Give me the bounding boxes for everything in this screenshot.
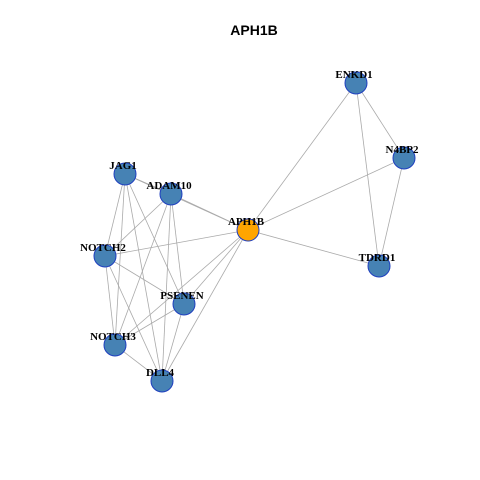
edge-notch2-notch3: [104, 255, 116, 346]
edge-aph1b-notch3: [114, 229, 249, 346]
edge-jag1-notch3: [114, 173, 126, 346]
edge-notch2-dll4: [104, 255, 163, 382]
node-tdrd1[interactable]: [367, 254, 391, 278]
node-label-n4bp2: N4BP2: [386, 144, 420, 156]
edge-aph1b-adam10: [170, 193, 249, 231]
node-notch3[interactable]: [103, 333, 127, 357]
node-label-dll4: DLL4: [146, 367, 175, 379]
edge-aph1b-dll4: [161, 229, 249, 382]
edge-adam10-notch2: [104, 193, 172, 257]
edge-jag1-notch2: [104, 173, 126, 257]
edge-aph1b-tdrd1: [247, 229, 380, 267]
edge-aph1b-enkd1: [247, 82, 357, 231]
edge-psenen-dll4: [161, 303, 185, 382]
node-label-notch3: NOTCH3: [90, 331, 136, 343]
edge-aph1b-psenen: [183, 229, 249, 305]
node-n4bp2[interactable]: [392, 146, 416, 170]
edge-adam10-psenen: [170, 193, 185, 305]
node-layer: [93, 71, 416, 393]
node-label-adam10: ADAM10: [146, 180, 192, 192]
node-aph1b[interactable]: [236, 218, 260, 242]
node-label-notch2: NOTCH2: [80, 242, 126, 254]
node-jag1[interactable]: [113, 162, 137, 186]
node-label-psenen: PSENEN: [160, 290, 203, 302]
node-enkd1[interactable]: [344, 71, 368, 95]
edge-aph1b-n4bp2: [247, 157, 405, 231]
node-label-enkd1: ENKD1: [335, 69, 372, 81]
edge-jag1-dll4: [124, 173, 163, 382]
graph-title: APH1B: [230, 22, 277, 38]
node-label-tdrd1: TDRD1: [359, 252, 396, 264]
node-label-jag1: JAG1: [109, 160, 137, 172]
edge-layer: [104, 82, 405, 382]
edge-adam10-dll4: [161, 193, 172, 382]
edge-n4bp2-tdrd1: [378, 157, 405, 267]
node-dll4[interactable]: [150, 369, 174, 393]
edge-adam10-notch3: [114, 193, 172, 346]
node-psenen[interactable]: [172, 292, 196, 316]
edge-enkd1-n4bp2: [355, 82, 405, 159]
node-label-aph1b: APH1B: [228, 216, 265, 228]
node-notch2[interactable]: [93, 244, 117, 268]
node-adam10[interactable]: [159, 182, 183, 206]
edge-psenen-notch3: [114, 303, 185, 346]
edge-enkd1-tdrd1: [355, 82, 380, 267]
edge-notch2-psenen: [104, 255, 185, 305]
